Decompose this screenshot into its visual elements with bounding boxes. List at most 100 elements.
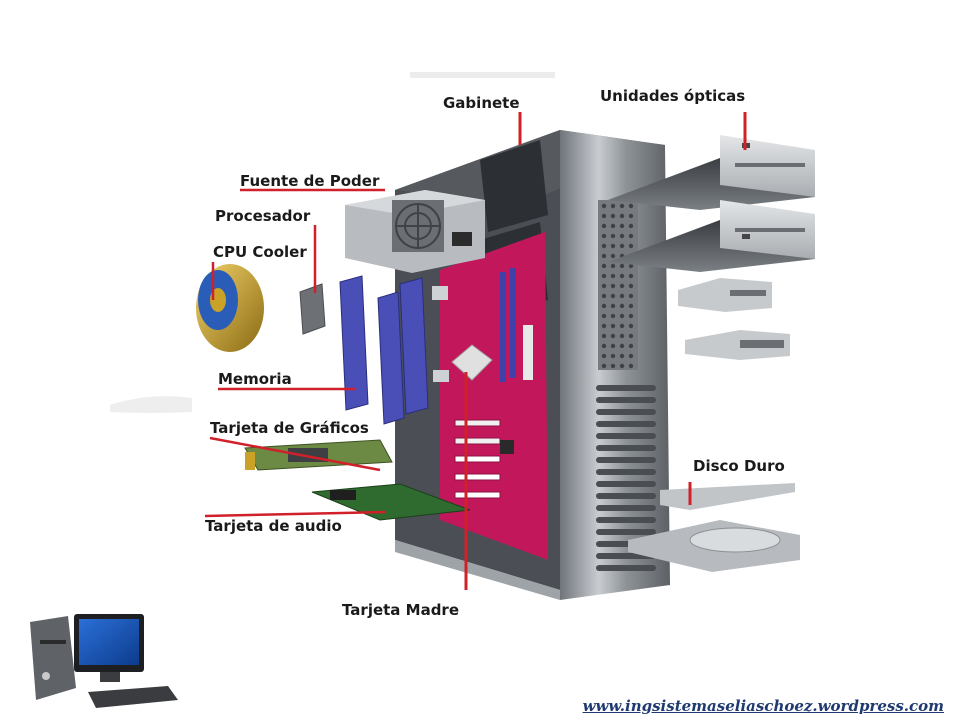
case-mesh-hole: [601, 203, 607, 209]
case-grille-slot: [596, 505, 656, 511]
drive-bay-small: [678, 278, 772, 312]
case-mesh-hole: [619, 273, 625, 279]
case-mesh-hole: [601, 353, 607, 359]
ram-module: [339, 275, 369, 411]
case-mesh-hole: [601, 333, 607, 339]
label-tarjeta-madre: Tarjeta Madre: [342, 601, 460, 619]
case-base: [395, 540, 560, 600]
optical-drive: [608, 135, 815, 210]
chipset: [500, 440, 514, 454]
case-mesh-hole: [628, 283, 634, 289]
label-tarjeta-audio: Tarjeta de audio: [205, 517, 342, 535]
case-mesh-hole: [601, 243, 607, 249]
case-mesh-hole: [619, 323, 625, 329]
case-mesh-hole: [601, 323, 607, 329]
case-grille-slot: [596, 433, 656, 439]
case-mesh-hole: [628, 293, 634, 299]
background-smudge: [110, 396, 192, 413]
case-mesh-holes: [601, 203, 634, 369]
leader-tarjeta-audio: [204, 510, 386, 518]
tower-icon: [30, 616, 76, 700]
case-mesh-hole: [628, 263, 634, 269]
label-procesador: Procesador: [215, 207, 311, 225]
case-mesh-hole: [628, 303, 634, 309]
case-mesh-hole: [628, 313, 634, 319]
case-mesh-hole: [628, 273, 634, 279]
case-mesh-hole: [619, 233, 625, 239]
case-mesh-hole: [628, 213, 634, 219]
audio-card-chip: [330, 490, 356, 500]
case-mesh-hole: [601, 273, 607, 279]
case-mesh-hole: [619, 363, 625, 369]
processor-chip: [299, 283, 326, 335]
expansion-slot: [454, 455, 501, 463]
case-mesh-hole: [619, 213, 625, 219]
case-mesh-hole: [610, 363, 616, 369]
case-mesh-hole: [619, 333, 625, 339]
optical-drive: [608, 200, 815, 272]
case-mesh-hole: [610, 323, 616, 329]
case-grille-slot: [596, 397, 656, 403]
monitor-icon-screen: [79, 619, 139, 665]
case-mesh-hole: [610, 293, 616, 299]
case-mesh-hole: [619, 243, 625, 249]
drive-bay-slot: [740, 340, 784, 348]
label-memoria: Memoria: [218, 370, 292, 388]
power-supply: [345, 190, 485, 273]
case-mesh-hole: [628, 233, 634, 239]
expansion-slot: [454, 419, 501, 427]
ide-connector: [523, 325, 533, 380]
case-mesh-hole: [601, 303, 607, 309]
case-mesh-hole: [610, 243, 616, 249]
audio-card: [311, 483, 471, 521]
case-mesh-hole: [628, 243, 634, 249]
case-mesh-hole: [628, 363, 634, 369]
case-mesh-hole: [610, 333, 616, 339]
case-mesh-hole: [601, 213, 607, 219]
cpu-socket: [451, 344, 493, 381]
credit-link[interactable]: www.ingsistemaseliaschoez.wordpress.com: [582, 697, 944, 715]
case-mesh-hole: [610, 273, 616, 279]
expansion-slots: [454, 419, 501, 499]
case-grille-slot: [596, 565, 656, 571]
tower-icon-bay: [40, 640, 66, 644]
case-grille-slot: [596, 517, 656, 523]
case-mesh-hole: [628, 203, 634, 209]
label-unidades-opticas: Unidades ópticas: [600, 87, 746, 105]
case-fan-vent: [480, 140, 548, 232]
leader-tarjeta-graficos: [209, 436, 381, 472]
drive-bay-small-body: [678, 278, 772, 312]
ram-module: [377, 291, 405, 425]
case-mesh-hole: [610, 223, 616, 229]
case-mesh-hole: [601, 263, 607, 269]
case-grille-slot: [596, 493, 656, 499]
case-mesh-hole: [628, 353, 634, 359]
label-leader-lines: [204, 112, 747, 590]
case-mesh-hole: [610, 253, 616, 259]
case-mesh-hole: [619, 313, 625, 319]
hdd-rail: [660, 483, 795, 510]
psu-power-socket: [452, 232, 472, 246]
keyboard-icon: [88, 686, 178, 708]
case-mesh-hole: [601, 293, 607, 299]
case-grille-slot: [596, 529, 656, 535]
case-grille-slot: [596, 469, 656, 475]
case-mesh-hole: [601, 313, 607, 319]
tower-icon-button: [42, 672, 50, 680]
case-mesh-hole: [619, 223, 625, 229]
case-mesh-hole: [610, 203, 616, 209]
case-mesh-hole: [601, 223, 607, 229]
ram-module: [399, 277, 429, 415]
label-tarjeta-graficos: Tarjeta de Gráficos: [210, 419, 369, 437]
expansion-slot: [454, 473, 501, 481]
case-mesh-hole: [610, 343, 616, 349]
cable-connector: [432, 286, 448, 300]
optical-drive-tray: [735, 228, 805, 232]
case-mesh-hole: [619, 283, 625, 289]
case-mesh-hole: [619, 293, 625, 299]
drive-bay-small: [685, 330, 790, 360]
case-mesh-hole: [601, 253, 607, 259]
case-mesh-hole: [619, 203, 625, 209]
hdd-platter: [689, 527, 781, 553]
